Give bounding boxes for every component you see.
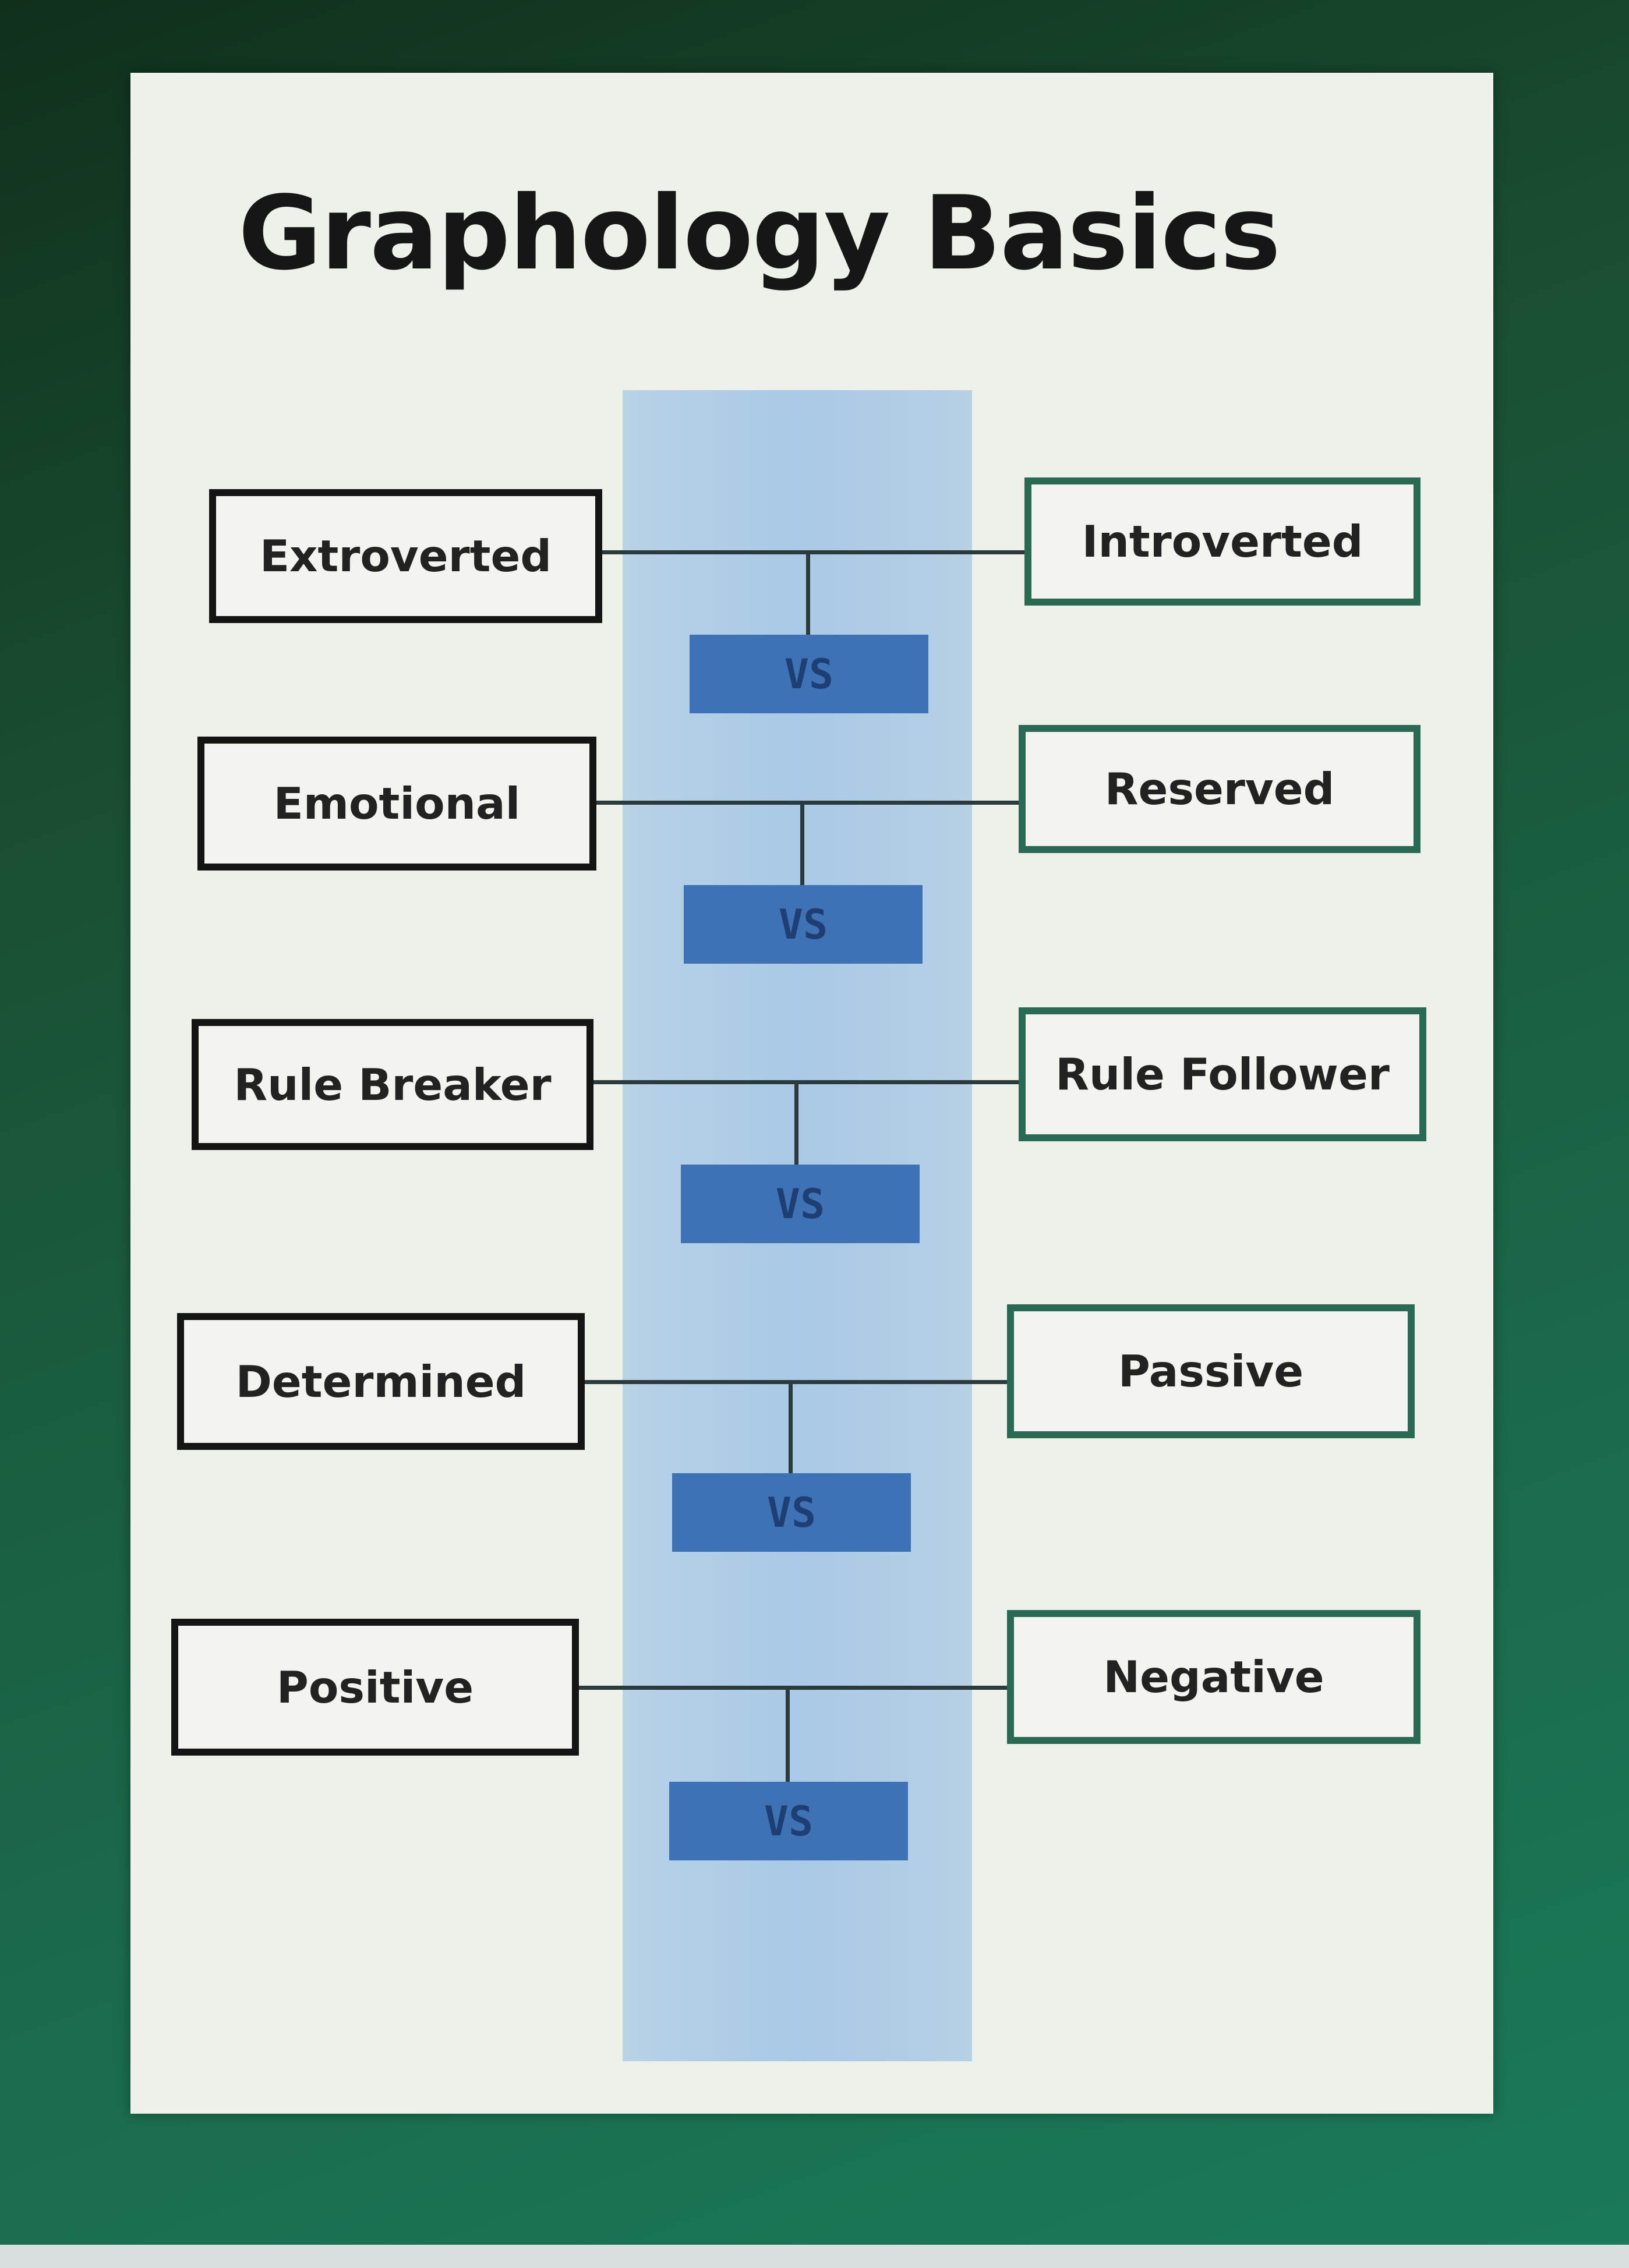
vs-label: VS [690,635,928,713]
trait-left-rule-breaker: Rule Breaker [192,1019,593,1150]
connector-stem [800,802,804,887]
trait-left-emotional: Emotional [197,737,596,871]
connector-line [591,1080,1051,1084]
trait-left-extroverted: Extroverted [209,489,602,623]
connector-line [591,801,1051,805]
trait-left-positive: Positive [171,1619,579,1756]
vs-label: VS [684,885,923,964]
connector-stem [794,1081,798,1167]
connector-stem [786,1687,790,1783]
connector-line [579,1686,1039,1690]
vs-label: VS [669,1782,908,1860]
trait-right-introverted: Introverted [1024,477,1420,606]
trait-right-reserved: Reserved [1019,725,1420,853]
vs-label: VS [681,1165,920,1243]
connector-stem [789,1381,793,1477]
monitor-bezel [0,2245,1629,2268]
page-title: Graphology Basics [238,175,1281,293]
connector-line [596,550,1056,554]
connector-stem [806,551,810,636]
poster: Graphology Basics VS Extroverted Introve… [130,73,1493,2114]
connector-line [585,1380,1045,1384]
trait-right-negative: Negative [1007,1610,1420,1744]
trait-right-rule-follower: Rule Follower [1019,1007,1426,1141]
trait-right-passive: Passive [1007,1304,1415,1438]
vs-label: VS [672,1473,911,1552]
trait-left-determined: Determined [177,1313,585,1450]
